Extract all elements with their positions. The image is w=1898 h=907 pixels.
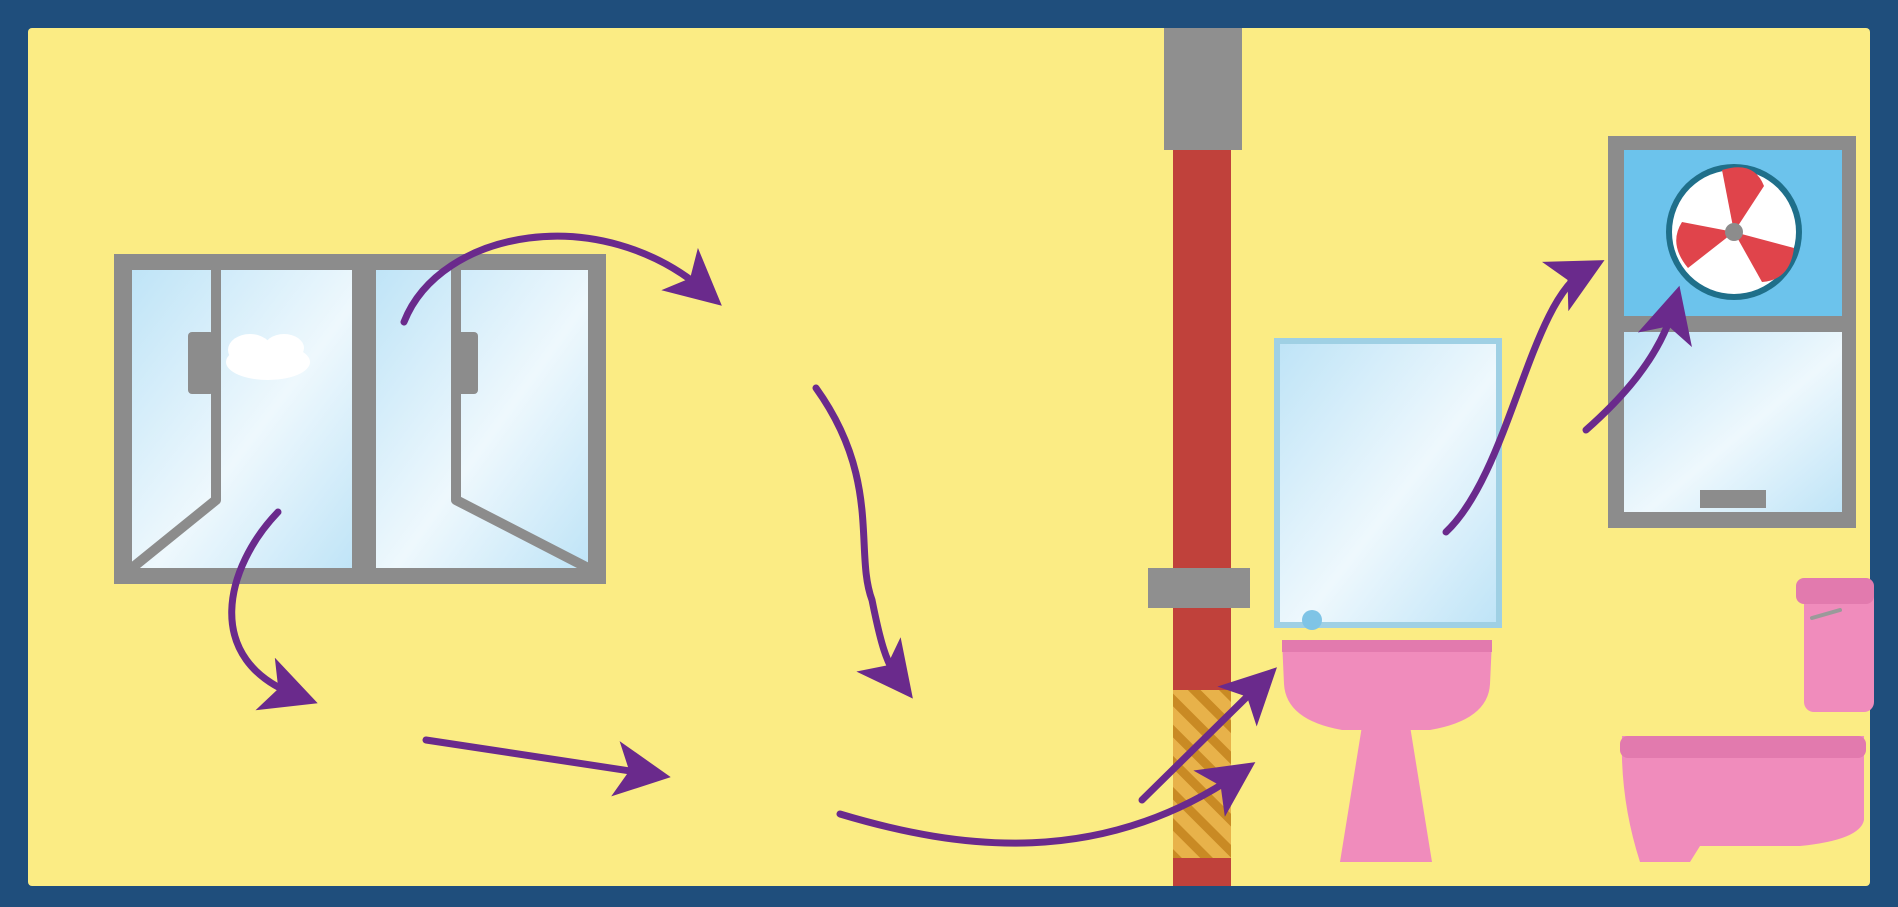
bathroom-mirror: [1274, 338, 1502, 630]
door-vent-grille: [1173, 690, 1231, 858]
exhaust-fan: [1608, 136, 1856, 528]
cloud: [226, 334, 310, 380]
double-casement-window: [114, 254, 606, 584]
